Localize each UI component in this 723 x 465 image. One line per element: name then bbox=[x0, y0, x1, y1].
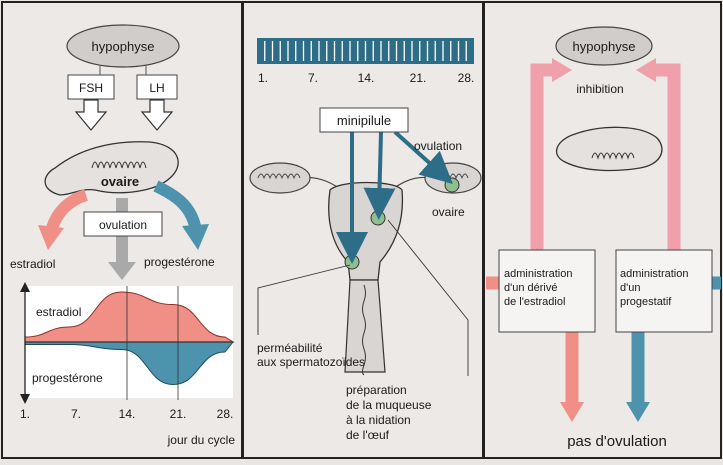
left-ovary bbox=[249, 162, 311, 194]
minipilule-arrow-uterus bbox=[363, 131, 396, 220]
admin-progestatif-line-3: progestatif bbox=[620, 296, 672, 308]
inhibition-arrow-left-head bbox=[552, 58, 572, 82]
pill-dot-uterus bbox=[370, 210, 386, 226]
progesterone-arrow-body bbox=[153, 180, 201, 228]
admin-estradiol-line-3: de l'estradiol bbox=[504, 296, 565, 308]
panel3-hypophyse-label: hypophyse bbox=[573, 39, 636, 54]
preparation-line-1: préparation bbox=[346, 383, 407, 397]
admin-estradiol-line-2: d'un dérivé bbox=[504, 282, 557, 294]
preparation-line-3: à la nidation bbox=[346, 413, 411, 427]
panel2-ovaire-label: ovaire bbox=[432, 205, 465, 219]
panel-1: hypophyse FSH LH ovaire ovulation estrad… bbox=[10, 24, 235, 447]
y-axis-down-head bbox=[20, 394, 30, 404]
pill-calendar-stripes bbox=[264, 41, 467, 61]
chart-tick-14: 14. bbox=[119, 407, 136, 421]
inhibition-arrow-right-head bbox=[636, 58, 656, 82]
fsh-arrow bbox=[74, 99, 108, 131]
preparation-line-2: de la muqueuse bbox=[346, 398, 432, 412]
progesterone-arrow-head bbox=[182, 224, 209, 250]
fsh-label: FSH bbox=[79, 81, 103, 95]
hormone-chart: estradiol progestérone 1. 7. 14. 21. 28.… bbox=[20, 282, 235, 447]
estradiol-arrow-body bbox=[46, 189, 89, 231]
panel3-ovary-fimbriae bbox=[591, 152, 635, 160]
chart-tick-28: 28. bbox=[217, 407, 234, 421]
lh-arrow bbox=[140, 99, 174, 131]
estradiol-area bbox=[24, 291, 235, 343]
fsh-box bbox=[67, 74, 115, 100]
lh-label: LH bbox=[149, 81, 164, 95]
estradiol-arrow-head bbox=[38, 225, 64, 250]
inhibition-arrow-left-body bbox=[530, 63, 552, 252]
admin-estradiol-box bbox=[498, 249, 596, 333]
admin-progestatif-box bbox=[615, 249, 713, 333]
permeabilite-line-1: perméabilité bbox=[257, 341, 323, 355]
panel3-ovary bbox=[555, 126, 663, 172]
ovary-shape bbox=[44, 141, 179, 196]
inhibition-label: inhibition bbox=[576, 82, 623, 96]
preparation-line-4: de l'œuf bbox=[346, 428, 390, 442]
admin-estradiol-line-1: administration bbox=[504, 268, 572, 280]
panel-3: hypophyse inhibition administration d'un… bbox=[486, 26, 721, 450]
estradiol-admin-arrow-head bbox=[560, 402, 584, 422]
calendar-tick-14: 14. bbox=[358, 71, 375, 85]
panel-3-frame bbox=[483, 1, 722, 459]
y-axis-up-head bbox=[20, 282, 30, 292]
progesterone-area bbox=[24, 341, 235, 386]
ovulation-arrow-head bbox=[108, 262, 136, 280]
leader-permeabilite bbox=[257, 264, 351, 335]
pas-ovulation-label: pas d'ovulation bbox=[567, 433, 667, 450]
jour-du-cycle-label: jour du cycle bbox=[167, 433, 236, 447]
progesterone-label: progestérone bbox=[144, 255, 215, 269]
chart-tick-7: 7. bbox=[71, 407, 81, 421]
calendar-tick-21: 21. bbox=[410, 71, 427, 85]
leader-preparation bbox=[387, 219, 469, 376]
inhibition-arrow-right-body bbox=[656, 63, 681, 252]
admin-progestatif-line-1: administration bbox=[620, 268, 688, 280]
ovaire-label: ovaire bbox=[101, 174, 139, 189]
estradiol-label: estradiol bbox=[10, 257, 55, 271]
minipilule-label: minipilule bbox=[337, 113, 391, 128]
minipilule-box bbox=[319, 107, 409, 133]
calendar-tick-1: 1. bbox=[258, 71, 268, 85]
panel3-hypophyse-node bbox=[555, 26, 653, 66]
calendar-tick-7: 7. bbox=[308, 71, 318, 85]
progestatif-admin-arrow-head bbox=[626, 402, 650, 422]
lh-box bbox=[136, 74, 178, 100]
panel-2: 1. 7. 14. 21. 28. bbox=[249, 38, 482, 442]
ovulation-box bbox=[83, 211, 163, 237]
calendar-tick-28: 28. bbox=[458, 71, 475, 85]
hypophyse-label: hypophyse bbox=[92, 39, 155, 54]
admin-progestatif-line-2: d'un bbox=[620, 282, 640, 294]
ovary-fimbriae bbox=[91, 161, 147, 169]
pill-dot-ovary bbox=[444, 177, 460, 193]
chart-tick-1: 1. bbox=[20, 407, 30, 421]
permeabilite-line-2: aux spermatozoïdes bbox=[257, 355, 365, 369]
pill-dot-cervix bbox=[344, 254, 360, 270]
hypophyse-node bbox=[66, 24, 180, 68]
chart-progesterone-label: progestérone bbox=[32, 371, 103, 385]
chart-tick-21: 21. bbox=[170, 407, 187, 421]
ovulation-label: ovulation bbox=[99, 218, 147, 232]
cervical-canal bbox=[362, 284, 366, 376]
chart-estradiol-label: estradiol bbox=[36, 305, 81, 319]
minipilule-arrow-ovary bbox=[393, 130, 453, 185]
panel2-ovulation-label: ovulation bbox=[414, 139, 462, 153]
